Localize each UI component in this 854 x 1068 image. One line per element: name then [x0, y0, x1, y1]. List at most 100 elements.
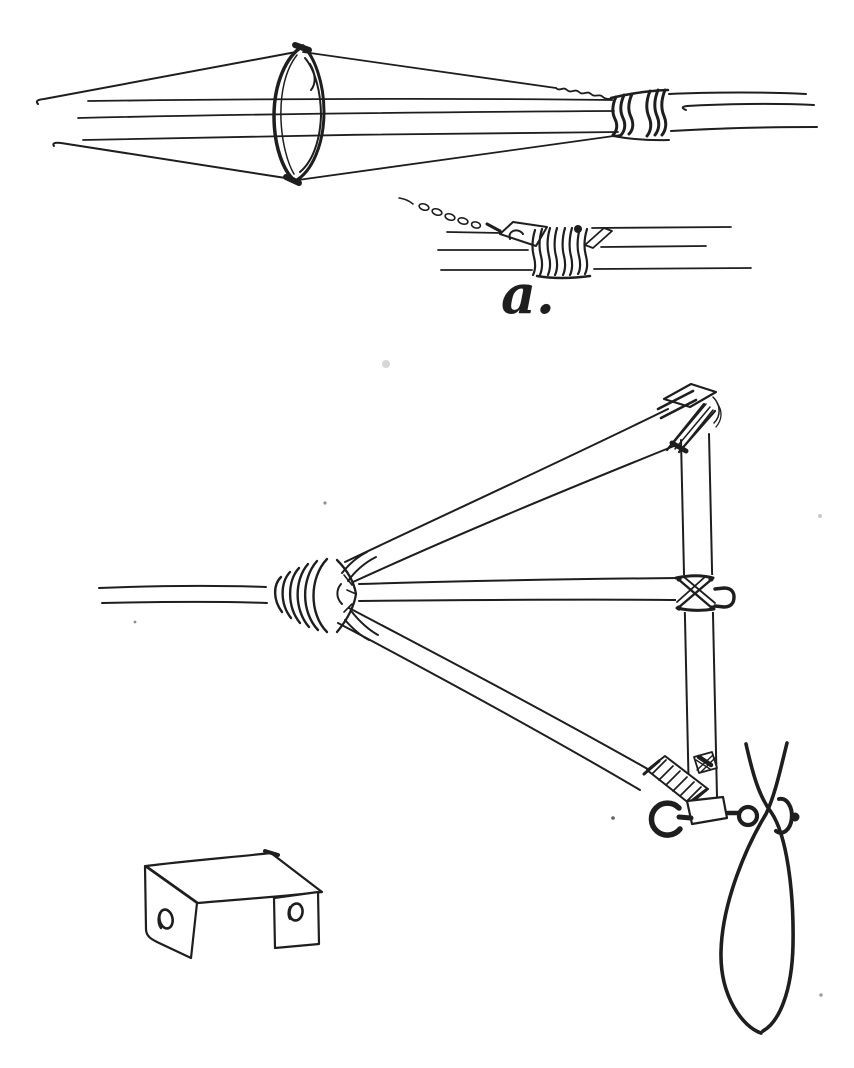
cone-wrap [303, 559, 320, 632]
upper-spar-line [352, 445, 675, 583]
paper-speck [323, 501, 327, 505]
lash-strand [546, 226, 552, 277]
spar-line [593, 267, 752, 270]
spar-line [591, 226, 732, 229]
spar-line [600, 245, 707, 248]
cone-wrap [273, 575, 284, 614]
lash-strand [553, 226, 559, 277]
vertical-spar-line [708, 433, 718, 798]
paper-speck [819, 993, 823, 997]
middle-spar-line [358, 598, 682, 602]
rod-line-middle [77, 110, 615, 119]
cord-fold-curl [508, 229, 524, 240]
whipping-strand [611, 95, 619, 137]
bridle-line-top-right [302, 51, 557, 89]
vertical-spar-line [680, 439, 690, 801]
paper-speck [382, 360, 390, 368]
cap-rim [656, 389, 695, 411]
paper-speck [818, 514, 822, 518]
spreader-frame-figure [98, 382, 800, 1035]
lash-knot-dot [574, 225, 582, 233]
lash-bottom-edge [535, 274, 592, 280]
ring-outer-right [293, 44, 326, 183]
cord-link [431, 207, 443, 217]
lash-strand [568, 226, 574, 277]
top-joint [656, 382, 722, 454]
ring-top-blob [292, 42, 312, 53]
lower-spar-line [348, 607, 654, 773]
cord-link [444, 212, 456, 222]
whipping-strand [645, 89, 653, 138]
lash-strand [576, 226, 582, 276]
cone-wrap-upper [341, 551, 368, 574]
joint-hatch [672, 776, 688, 792]
joint-hatch [686, 786, 702, 802]
cord-end-right [584, 227, 613, 249]
upper-spar-line [344, 408, 669, 563]
lash-dot [676, 576, 682, 582]
cone-wrap [288, 566, 302, 625]
swivel-ring [736, 804, 760, 828]
bridle-line-top-left [35, 51, 297, 105]
lower-spar-line [337, 622, 641, 791]
apex-cone-lashing [273, 551, 379, 641]
bracket-hole-right-shade [287, 905, 292, 921]
stick-bottom-end [685, 795, 729, 826]
lash-strand [538, 227, 544, 277]
twisted-cord [398, 197, 414, 205]
lash-dot [708, 576, 714, 582]
cone-wrap [312, 557, 329, 634]
joint-hatch [658, 765, 674, 781]
paper-speck [133, 620, 137, 624]
joint-blob [696, 754, 714, 768]
cone-wrap-upper [347, 556, 377, 582]
twisted-cord [555, 87, 613, 101]
lead-rod-upper [98, 584, 267, 589]
lash-strand [583, 227, 589, 276]
whipping-strand [619, 93, 627, 137]
whipping-top-edge [609, 88, 670, 100]
joint-blob [669, 440, 689, 454]
line-loop-left-strand [744, 742, 795, 1033]
lashing-detail-figure: a. [398, 197, 752, 326]
channel-bracket-figure [143, 849, 324, 960]
paper-speck [611, 816, 615, 820]
joint-hatch [665, 770, 681, 786]
cone-wrap [281, 570, 293, 620]
rod-right-lower [670, 126, 818, 132]
lash-strand [561, 226, 567, 277]
line-loop-right-strand [719, 741, 789, 1035]
joint-hatch [651, 759, 667, 775]
joint-hatch [679, 781, 695, 797]
lash-strand [531, 228, 537, 277]
swivel-dot [790, 812, 800, 822]
side-loop-tab [713, 586, 736, 609]
lash-dot [676, 605, 682, 611]
cord-link [457, 217, 469, 225]
lead-rod-lower [101, 600, 268, 604]
detail-label: a. [501, 262, 555, 326]
whipping-bottom-edge [612, 135, 670, 142]
patch-hatch [695, 759, 711, 770]
lash-dot [709, 605, 715, 611]
bracket-top-plate [144, 851, 324, 905]
ring-inner-left [280, 54, 298, 175]
bracket-corner-blob [263, 849, 280, 857]
bracket-hole-left-shade [157, 911, 163, 930]
ring-curl [309, 63, 316, 91]
cone-wrap [296, 562, 311, 629]
rod-line-lower [82, 131, 619, 141]
whipping-strand [660, 88, 668, 137]
stick-end-cap [662, 382, 718, 409]
joint-hatch [674, 406, 711, 450]
hook-shank [676, 814, 694, 821]
rod-right-middle [681, 102, 815, 111]
spar-line [446, 231, 503, 234]
joint-edge [642, 759, 661, 776]
cross-lash [676, 575, 707, 603]
whipping-strand [627, 92, 635, 136]
hook [648, 800, 683, 838]
cord-wisp [715, 402, 722, 428]
rod-right-upper [668, 91, 807, 95]
